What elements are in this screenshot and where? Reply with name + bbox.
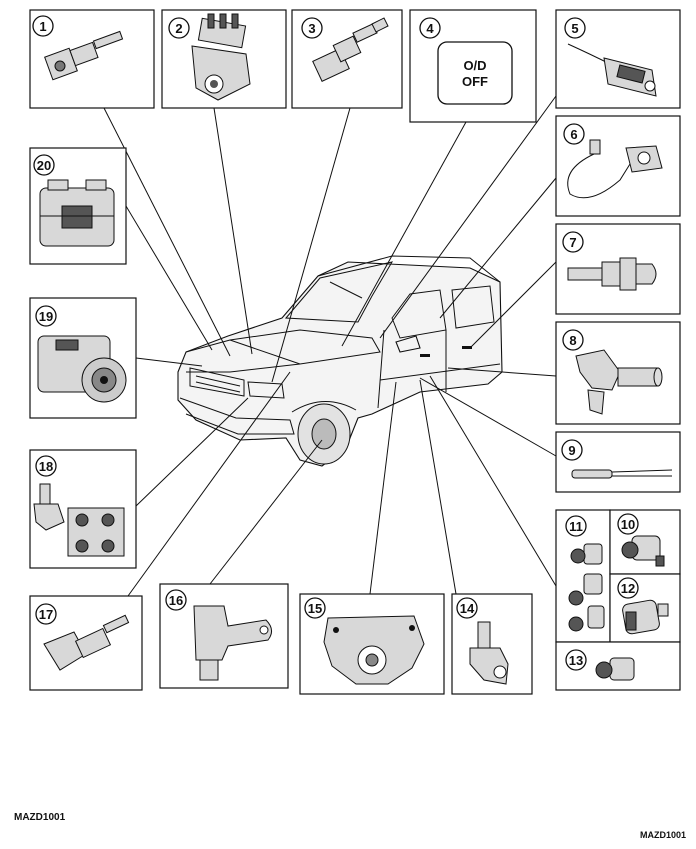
temperature-sender-icon [312, 17, 389, 82]
component-box-20: 20 [29, 147, 127, 265]
crankshaft-sensor-icon [33, 483, 65, 531]
callout-number: 17 [39, 607, 53, 622]
solenoid-valves-icon [568, 543, 605, 632]
component-box-5: 5 [555, 9, 681, 109]
figure-code-right: MAZD1001 [639, 830, 686, 840]
knock-sensor-icon [567, 43, 657, 97]
component-box-3: 3 [291, 9, 403, 109]
callout-number: 5 [571, 21, 578, 36]
component-box-6: 6 [555, 115, 681, 217]
callout-number: 19 [39, 309, 53, 324]
component-box-1: 1 [29, 9, 155, 109]
thermistor-icon [571, 469, 673, 479]
callout-number: 15 [308, 601, 322, 616]
shift-solenoid-icon [622, 599, 669, 635]
component-box-7: 7 [555, 223, 681, 315]
callout-number: 13 [569, 653, 583, 668]
component-box-8: 8 [555, 321, 681, 425]
oxygen-sensor-icon [567, 139, 663, 199]
callout-number: 10 [621, 517, 635, 532]
component-box-14: 14 [451, 593, 533, 695]
callout-number: 18 [39, 459, 53, 474]
callout-number: 11 [569, 519, 583, 534]
pressure-switch-icon [621, 535, 665, 567]
turbine-speed-sensor-icon [469, 621, 509, 685]
component-box-13: 13 [555, 641, 681, 691]
component-box-19: 19 [29, 297, 137, 419]
callout-number: 12 [621, 581, 635, 596]
component-box-10: 10 [609, 509, 681, 575]
callout-number: 9 [568, 443, 575, 458]
component-box-12: 12 [609, 573, 681, 643]
component-box-18: 18 [29, 449, 137, 569]
air-temperature-sensor-icon [44, 30, 124, 81]
component-box-11: 11 [555, 509, 611, 643]
transmission-range-sensor-icon [323, 615, 425, 685]
component-box-4: O/D OFF 4 [409, 9, 537, 123]
vehicle-speed-sensor-icon [43, 614, 130, 671]
mass-air-flow-sensor-icon [39, 179, 115, 247]
od-switch-label-line1: O/D [463, 58, 486, 73]
coolant-switch-icon [567, 257, 657, 291]
component-box-2: 2 [161, 9, 287, 109]
callout-number: 8 [569, 333, 576, 348]
vehicle-illustration [177, 255, 503, 467]
leader-lines [103, 95, 557, 597]
figure-code-left: MAZD1001 [14, 812, 66, 823]
ignition-coil-icon [67, 507, 125, 557]
component-box-9: 9 [555, 431, 681, 493]
od-off-switch-icon [437, 41, 513, 105]
callout-number: 3 [308, 21, 315, 36]
component-box-17: 17 [29, 595, 143, 691]
ac-compressor-icon [37, 335, 127, 403]
component-box-15: 15 [299, 593, 445, 695]
camshaft-sensor-icon [193, 605, 272, 681]
speed-sensor-icon [575, 349, 663, 415]
pressure-sensor-icon [191, 13, 251, 101]
callout-number: 6 [570, 127, 577, 142]
solenoid-valve-icon [595, 657, 635, 681]
callout-number: 2 [175, 21, 182, 36]
callout-number: 7 [569, 235, 576, 250]
callout-number: 4 [426, 21, 434, 36]
callout-number: 20 [37, 158, 51, 173]
callout-number: 14 [460, 601, 475, 616]
od-switch-label-line2: OFF [462, 74, 488, 89]
component-box-16: 16 [159, 583, 289, 689]
callout-number: 16 [169, 593, 183, 608]
callout-number: 1 [39, 19, 46, 34]
